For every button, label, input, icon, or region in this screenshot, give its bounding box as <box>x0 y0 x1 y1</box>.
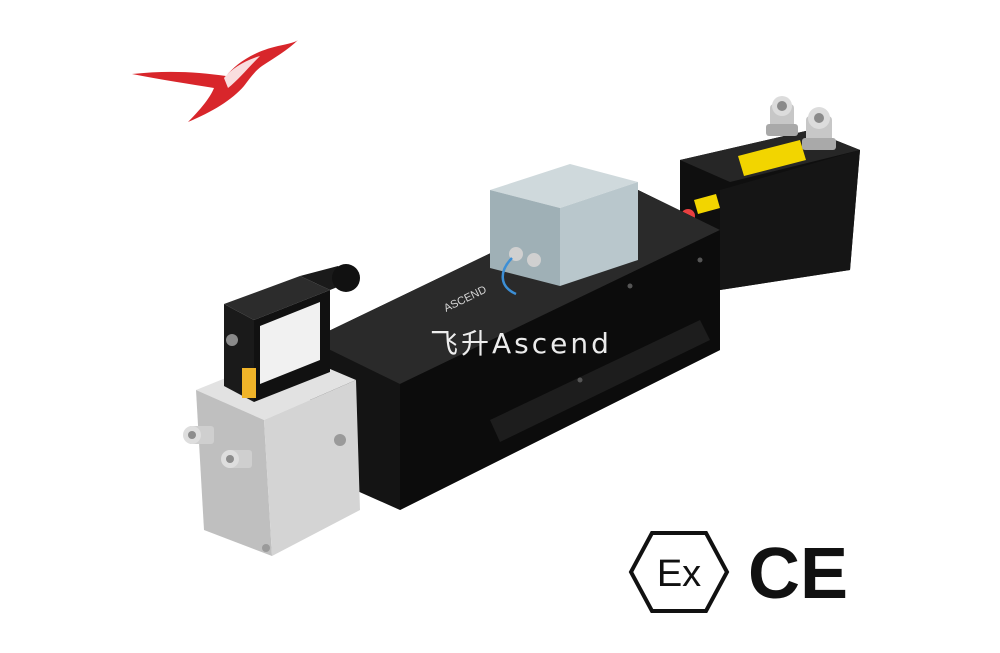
ex-certification-icon: Ex <box>628 531 730 613</box>
bird-logo-icon <box>132 40 298 122</box>
motor-housing <box>680 96 860 290</box>
junction-box <box>490 164 638 296</box>
ce-label: CE <box>748 536 848 606</box>
cable-gland-left <box>766 96 798 136</box>
ce-certification-icon: CE <box>748 536 848 606</box>
ex-label: Ex <box>657 553 701 595</box>
pneumatic-fitting-top <box>183 426 214 444</box>
cable-gland-right <box>802 107 836 150</box>
actuator-illustration: ASCEND <box>183 96 860 556</box>
solenoid-valve <box>224 264 360 402</box>
pneumatic-fitting-bottom <box>221 450 252 468</box>
watermark-text: 飞升Ascend <box>430 327 612 360</box>
